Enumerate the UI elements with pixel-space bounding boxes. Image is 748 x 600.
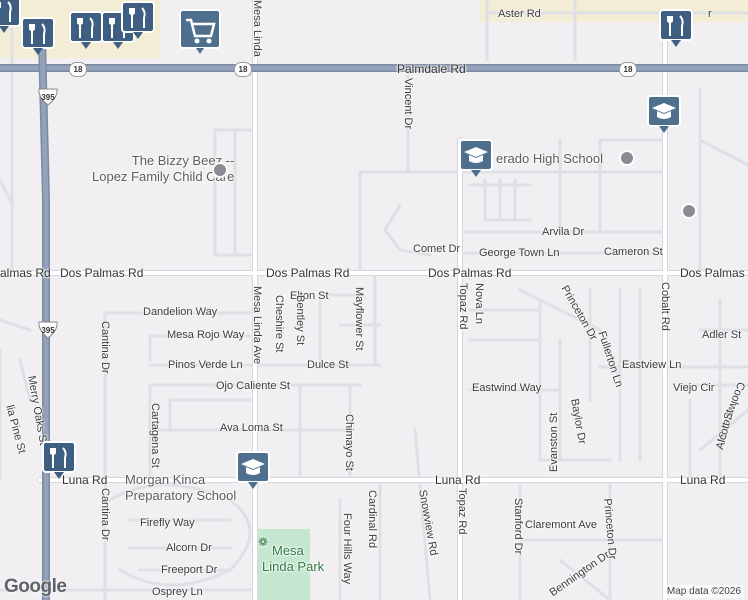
restaurant-pin-icon-3[interactable]: [68, 10, 104, 50]
street-label-cobalt-rd: Cobalt Rd: [659, 282, 671, 331]
street-label-dos-palmas-2: Dos Palmas Rd: [266, 266, 350, 280]
shopping-cart-pin-icon[interactable]: [178, 8, 222, 54]
street-label-dulce-st: Dulce St: [307, 359, 349, 371]
street-label-osprey-ln: Osprey Ln: [152, 586, 203, 598]
school-pin-icon-3[interactable]: [235, 450, 271, 490]
restaurant-pin-icon-2[interactable]: [20, 16, 56, 56]
street-label-ojo-caliente-st: Ojo Caliente St: [216, 380, 290, 392]
street-label-palmdale-rd: Palmdale Rd: [397, 62, 466, 76]
street-label-comet-dr: Comet Dr: [413, 243, 461, 255]
street-label-cheshire-st: Cheshire St: [273, 295, 285, 353]
street-label-evanston-st: Evanston St: [548, 412, 560, 472]
street-label-aster-rd: Aster Rd: [498, 8, 541, 20]
poi-label-morgan-line1: Morgan Kinca: [125, 472, 206, 487]
street-label-stanford-dr: Stanford Dr: [512, 498, 524, 555]
poi-label-high-school[interactable]: erado High School: [496, 151, 603, 166]
street-label-cardinal-rd: Cardinal Rd: [366, 490, 378, 549]
street-label-adler-st: Adler St: [702, 329, 742, 341]
street-label-ava-loma-st: Ava Loma St: [220, 422, 283, 434]
street-label-topaz-rd: Topaz Rd: [457, 283, 469, 330]
restaurant-pin-icon-5[interactable]: [120, 0, 156, 40]
street-label-arvila-dr: Arvila Dr: [542, 226, 585, 238]
street-label-four-hills-way: Four Hills Way: [341, 513, 353, 585]
google-logo[interactable]: Google: [4, 576, 67, 597]
street-label-dos-palmas-left: almas Rd: [0, 266, 51, 280]
route-18-shield-a: 18: [69, 62, 87, 77]
childcare-poi-icon[interactable]: [212, 162, 228, 178]
us-395-shield-top-text: 395: [41, 93, 55, 102]
street-label-luna-rd-3: Luna Rd: [680, 473, 726, 487]
school-poi-icon[interactable]: [619, 150, 635, 166]
us-395-shield-mid-text: 395: [41, 326, 55, 335]
poi-label-mesa-linda-park[interactable]: Mesa Linda Park: [262, 543, 324, 575]
street-label-nova-ln: Nova Ln: [473, 283, 485, 324]
school-pin-icon-2[interactable]: [646, 94, 682, 134]
street-label-cameron-st: Cameron St: [604, 246, 663, 258]
street-label-luna-rd-2: Luna Rd: [435, 473, 481, 487]
park-tree-icon: ❁: [258, 535, 269, 549]
street-label-eastwind-way: Eastwind Way: [472, 382, 542, 394]
street-label-topaz-rd-2: Topaz Rd: [456, 488, 468, 535]
street-label-viejo-cir: Viejo Cir: [673, 382, 715, 394]
poi-label-bizzy-beez-line1: The Bizzy Beez --: [131, 153, 235, 168]
street-label-dandelion-way: Dandelion Way: [143, 306, 218, 318]
street-label-vincent-dr: Vincent Dr: [402, 78, 414, 130]
restaurant-pin-icon-6[interactable]: [658, 8, 694, 48]
street-label-cantina-dr-2: Cantina Dr: [99, 488, 111, 541]
street-label-cartagena-st: Cartagena St: [149, 403, 161, 468]
poi-label-bizzy-beez[interactable]: The Bizzy Beez -- Lopez Family Child Car…: [92, 153, 234, 185]
street-label-dos-palmas-3: Dos Palmas Rd: [428, 266, 512, 280]
street-label-eastview-ln: Eastview Ln: [622, 359, 682, 371]
street-label-dos-palmas-1: Dos Palmas Rd: [60, 266, 144, 280]
street-label-r: r: [708, 8, 712, 20]
street-label-cantina-dr-1: Cantina Dr: [99, 321, 111, 374]
us-395-shield-mid: 395: [37, 321, 59, 339]
street-label-alcorn-dr: Alcorn Dr: [166, 542, 212, 554]
street-label-luna-rd-1: Luna Rd: [62, 473, 108, 487]
street-label-pinos-verde-ln: Pinos Verde Ln: [168, 359, 243, 371]
street-label-mesa-linda-ave: Mesa Linda Ave: [251, 286, 263, 365]
street-label-mesa-linda-top: Mesa Linda: [251, 0, 263, 57]
street-label-george-town-ln: George Town Ln: [479, 247, 560, 259]
street-label-firefly-way: Firefly Way: [140, 517, 195, 529]
street-label-mayflower-st: Mayflower St: [353, 287, 365, 351]
street-label-freeport-dr: Freeport Dr: [161, 564, 218, 576]
street-label-chimayo-st: Chimayo St: [343, 414, 355, 471]
poi-label-park-line1: Mesa: [272, 543, 304, 558]
route-18-shield-c: 18: [619, 62, 637, 77]
street-label-claremont-ave: Claremont Ave: [525, 519, 597, 531]
poi-label-morgan-line2: Preparatory School: [125, 488, 237, 503]
poi-label-park-line2: Linda Park: [262, 559, 325, 574]
street-label-mesa-rojo-way: Mesa Rojo Way: [167, 329, 245, 341]
restaurant-pin-icon-7[interactable]: [41, 440, 77, 480]
poi-label-bizzy-beez-line2: Lopez Family Child Care: [92, 169, 235, 184]
park-area: [257, 529, 310, 600]
map-attribution[interactable]: Map data ©2026: [663, 585, 744, 598]
poi-label-morgan-kincaid[interactable]: Morgan Kinca Preparatory School: [125, 472, 236, 504]
street-label-dos-palmas-4: Dos Palmas: [680, 266, 745, 280]
school-pin-icon[interactable]: [458, 138, 494, 178]
route-18-shield-b: 18: [234, 62, 252, 77]
street-label-bentley-st: Bentley St: [294, 295, 306, 346]
restaurant-pin-icon[interactable]: [0, 0, 22, 34]
us-395-shield-top: 395: [37, 88, 59, 106]
street-label-elton-st: Elton St: [290, 290, 329, 302]
school-poi-icon-2[interactable]: [681, 203, 697, 219]
